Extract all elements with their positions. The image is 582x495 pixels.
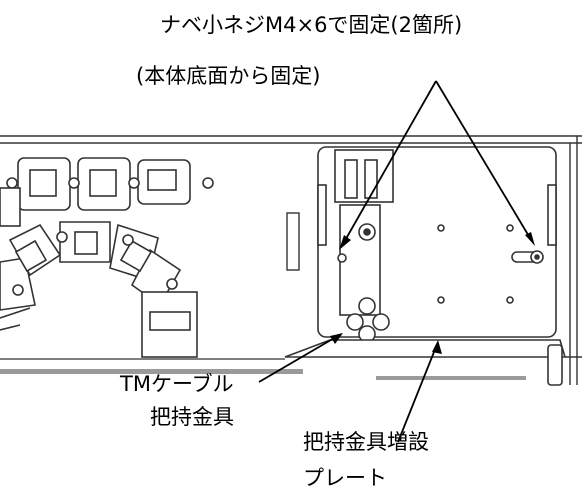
cable-clamp-chain <box>0 157 214 358</box>
screw-label: ナベ小ネジM4×6で固定(2箇所) <box>160 13 463 37</box>
tm-cable-label-line2: 把持金具 <box>150 405 234 429</box>
gray-band-right <box>376 376 526 380</box>
arrow-heads <box>330 232 535 354</box>
plate-assembly <box>317 146 557 343</box>
plate-label-line1: 把持金具増設 <box>303 430 429 454</box>
leader-lines <box>258 80 531 443</box>
slot <box>286 212 300 271</box>
enclosure-outline <box>0 135 582 385</box>
tm-cable-label-line1: TMケーブル <box>120 372 234 396</box>
bottom-rail <box>284 339 582 386</box>
plate-label-line2: プレート <box>303 466 387 490</box>
gray-band <box>0 369 303 374</box>
from-bottom-label: (本体底面から固定) <box>136 64 321 88</box>
